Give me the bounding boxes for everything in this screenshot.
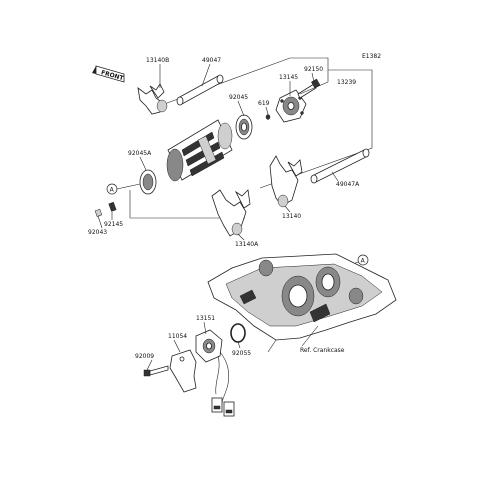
assembly-box-outline <box>129 57 373 219</box>
diagram-code: E1382 <box>362 53 381 60</box>
bearing-92045 <box>235 114 253 140</box>
label-49047: 49047 <box>202 57 221 64</box>
pin-619 <box>265 114 271 120</box>
front-label: FRONT <box>100 69 125 82</box>
svg-text:A: A <box>110 186 115 193</box>
shift-rod-49047a <box>310 148 370 184</box>
label-13140b: 13140B <box>146 57 169 64</box>
shift-fork-13140a <box>211 189 251 237</box>
o-ring-92055 <box>230 323 246 343</box>
ref-crankcase-label: Ref. Crankcase <box>300 347 345 354</box>
label-13239: 13239 <box>337 79 356 86</box>
label-13140: 13140 <box>282 213 301 220</box>
svg-text:A: A <box>361 257 366 264</box>
label-13145: 13145 <box>279 74 298 81</box>
shift-rod-49047 <box>176 74 224 106</box>
label-49047a: 49047A <box>336 181 360 188</box>
label-11054: 11054 <box>168 333 187 340</box>
plug-92043 <box>94 208 103 217</box>
gear-position-switch-13151 <box>195 329 235 417</box>
label-92043: 92043 <box>88 229 107 236</box>
label-92150: 92150 <box>304 66 323 73</box>
crankcase <box>207 253 397 353</box>
label-92009: 92009 <box>135 353 154 360</box>
bolt-92150 <box>297 78 321 99</box>
bracket-11054 <box>169 349 197 393</box>
pin-92145 <box>108 201 117 212</box>
leader-lines <box>97 63 339 371</box>
label-92055: 92055 <box>232 350 251 357</box>
callout-a-upper: A <box>106 183 141 195</box>
part-labels: 13140B 49047 92150 13145 13239 92045 619… <box>88 57 360 360</box>
label-619: 619 <box>258 100 270 107</box>
shift-fork-13140b <box>137 83 168 115</box>
bolt-92009 <box>143 365 169 377</box>
shift-fork-13140 <box>269 155 303 208</box>
bearing-92045a <box>139 169 157 195</box>
shift-drum <box>166 119 233 182</box>
label-92045: 92045 <box>229 94 248 101</box>
drum-cam-13145 <box>275 89 307 123</box>
label-13140a: 13140A <box>235 241 259 248</box>
label-13151: 13151 <box>196 315 215 322</box>
front-arrow-icon: FRONT <box>92 65 125 83</box>
label-92045a: 92045A <box>128 150 152 157</box>
label-92145: 92145 <box>104 221 123 228</box>
